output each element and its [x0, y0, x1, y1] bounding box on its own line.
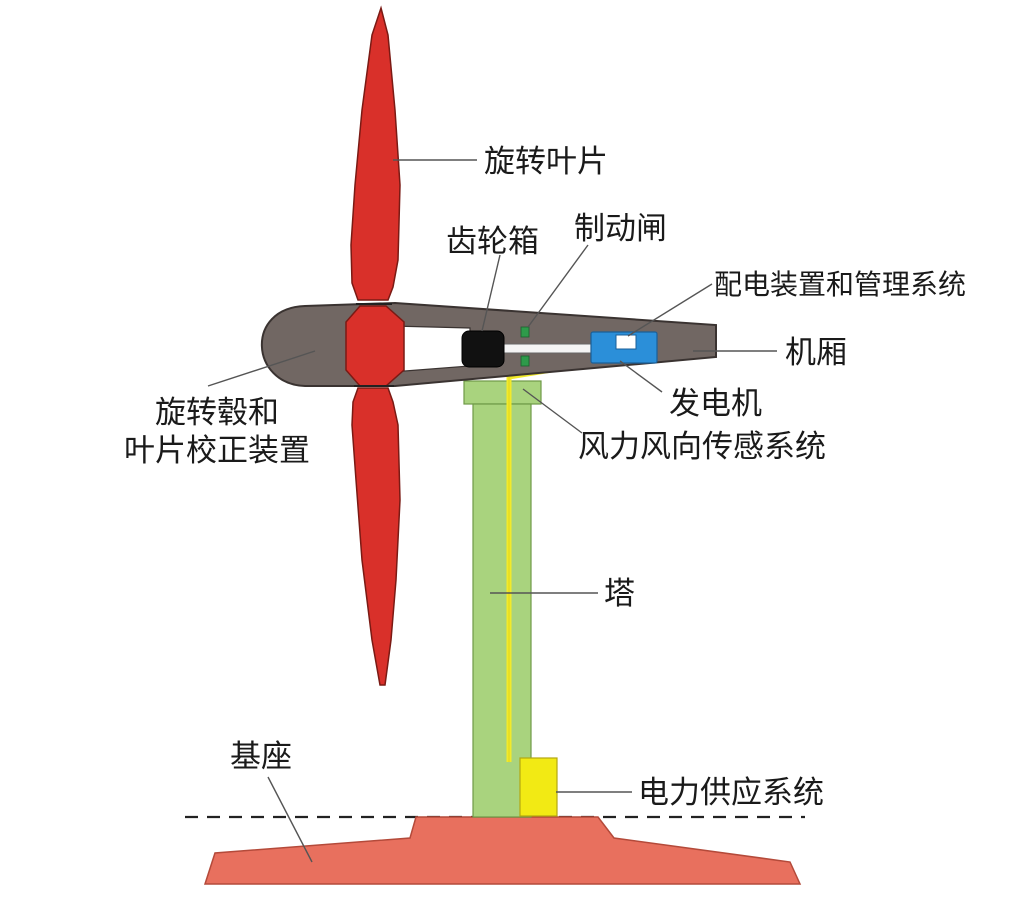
label-power-mgmt: 配电装置和管理系统: [714, 268, 966, 301]
label-hub-line2: 叶片校正装置: [124, 433, 310, 469]
leader-brake: [527, 244, 589, 328]
label-power-supply: 电力供应系统: [638, 775, 824, 811]
leader-base: [267, 776, 313, 863]
shaft: [502, 343, 596, 354]
blade-upper: [350, 5, 401, 301]
label-tower: 塔: [604, 576, 635, 612]
power-supply-box: [519, 757, 558, 817]
leader-hub: [207, 350, 316, 387]
leader-generator: [619, 360, 663, 393]
brake-disc-lower: [520, 355, 530, 367]
tower: [463, 380, 542, 405]
label-nacelle: 机厢: [785, 335, 847, 371]
label-base: 基座: [230, 739, 292, 775]
label-gearbox: 齿轮箱: [446, 224, 539, 260]
gearbox: [461, 330, 505, 368]
label-blade: 旋转叶片: [484, 144, 608, 180]
leader-gearbox: [481, 254, 501, 332]
label-wind-sensor: 风力风向传感系统: [578, 429, 826, 465]
base: [203, 816, 802, 885]
brake-disc: [520, 326, 530, 338]
label-hub-line1: 旋转毂和: [155, 395, 279, 431]
leader-wind-sensor: [522, 388, 583, 434]
blade-lower: [351, 387, 401, 686]
rotor-hub: [345, 305, 405, 387]
leader-power-mgmt: [627, 283, 713, 337]
label-brake: 制动闸: [574, 211, 667, 247]
label-generator: 发电机: [669, 386, 762, 422]
tower-shaft: [472, 403, 532, 818]
power-mgmt-box: [615, 334, 637, 350]
